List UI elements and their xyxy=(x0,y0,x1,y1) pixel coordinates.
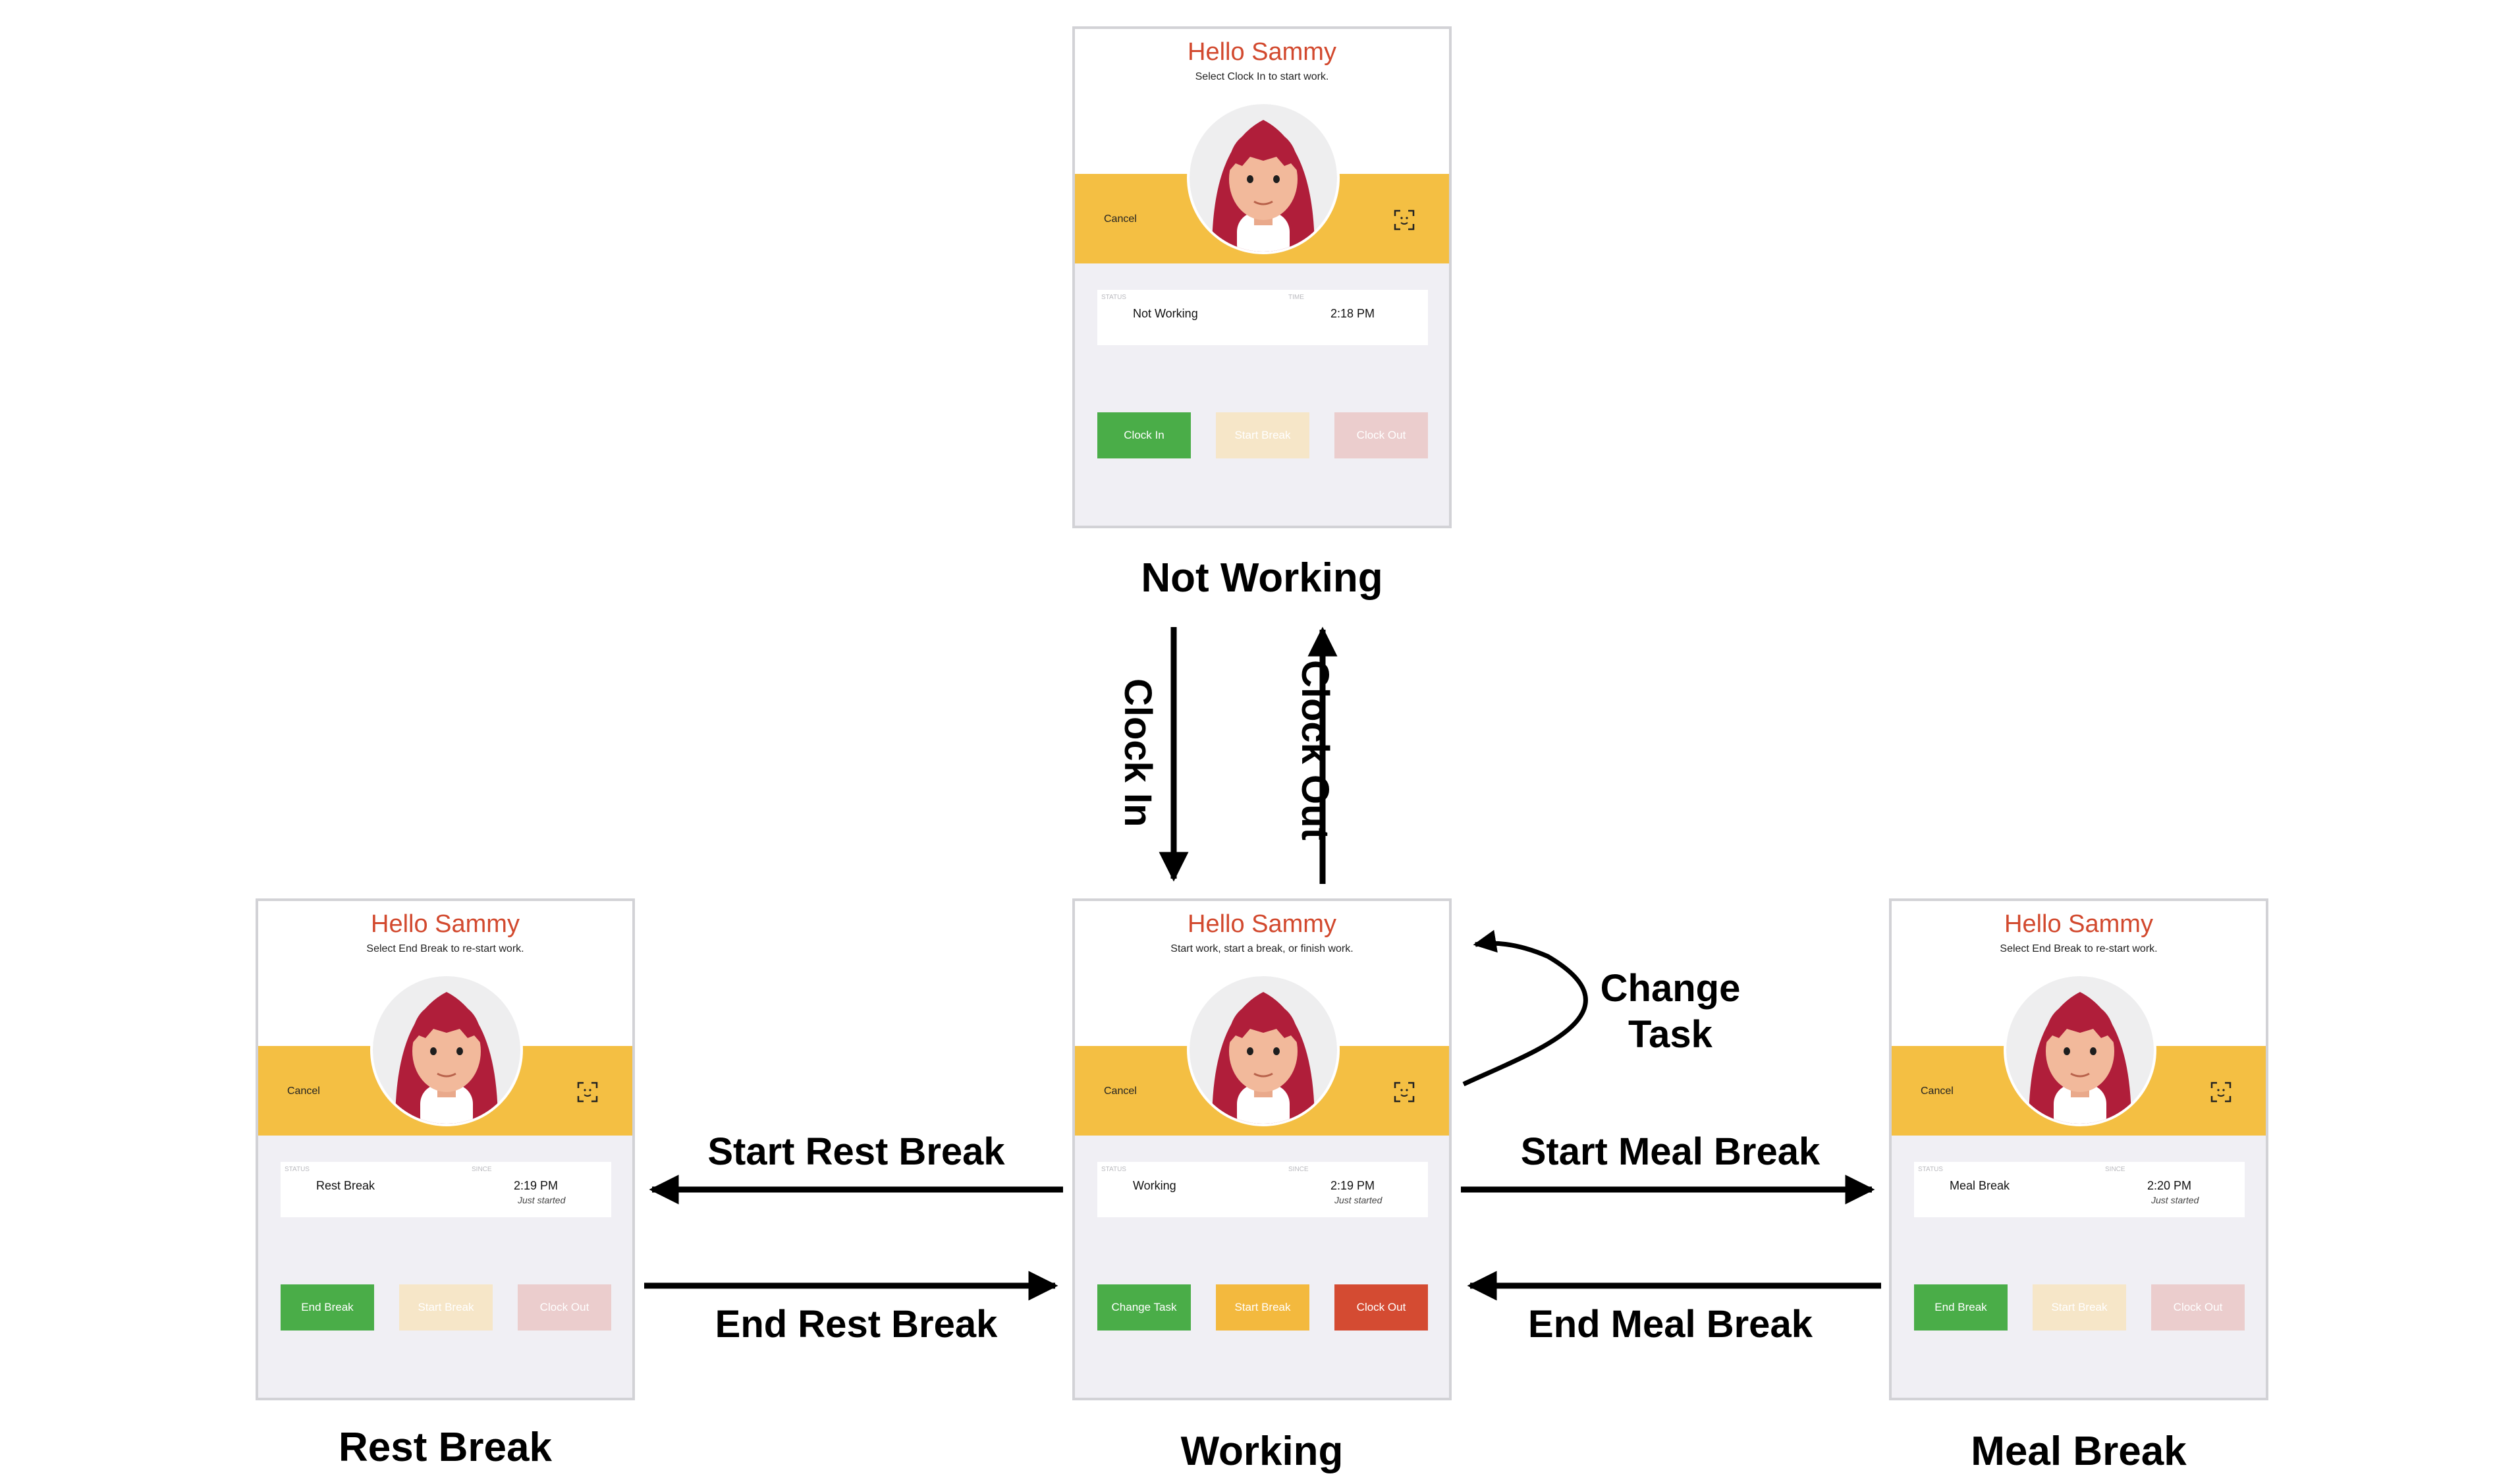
time-value: 2:20 PM xyxy=(2147,1179,2192,1192)
instruction: Select End Break to re-start work. xyxy=(2000,943,2158,954)
status-card: STATUS TIME Not Working 2:18 PM xyxy=(1097,290,1428,345)
time-label: SINCE xyxy=(2105,1166,2125,1173)
instruction: Start work, start a break, or finish wor… xyxy=(1170,943,1354,954)
status-value: Meal Break xyxy=(1950,1179,2010,1192)
state-label-working: Working xyxy=(1180,1429,1344,1474)
status-label: STATUS xyxy=(1101,1166,1126,1173)
status-note: Just started xyxy=(1334,1195,1383,1205)
cancel-button[interactable]: Cancel xyxy=(1104,213,1137,225)
time-value: 2:19 PM xyxy=(514,1179,559,1192)
cancel-button[interactable]: Cancel xyxy=(287,1085,320,1097)
clock-out-button: Clock Out xyxy=(2151,1284,2245,1331)
change-task-button[interactable]: Change Task xyxy=(1097,1284,1191,1331)
end-break-button[interactable]: End Break xyxy=(281,1284,374,1331)
status-card: STATUS SINCE Rest Break 2:19 PM Just sta… xyxy=(281,1162,611,1217)
start-break-button: Start Break xyxy=(2033,1284,2126,1331)
greeting: Hello Sammy xyxy=(1188,38,1336,66)
clock-out-label: Clock Out xyxy=(1294,660,1336,840)
greeting: Hello Sammy xyxy=(2004,910,2153,938)
start-rest-break-label: Start Rest Break xyxy=(707,1130,1005,1173)
clock-in-button[interactable]: Clock In xyxy=(1097,412,1191,458)
start-meal-break-label: Start Meal Break xyxy=(1520,1130,1821,1173)
status-label: STATUS xyxy=(285,1166,310,1173)
greeting: Hello Sammy xyxy=(1188,910,1336,938)
end-meal-break-label: End Meal Break xyxy=(1528,1303,1813,1346)
time-value: 2:18 PM xyxy=(1330,307,1375,320)
status-note: Just started xyxy=(518,1195,566,1205)
start-break-button[interactable]: Start Break xyxy=(1216,1284,1309,1331)
time-label: TIME xyxy=(1288,294,1304,301)
start-break-button: Start Break xyxy=(399,1284,493,1331)
clock-out-button[interactable]: Clock Out xyxy=(1334,1284,1428,1331)
time-label: SINCE xyxy=(472,1166,492,1173)
end-break-button[interactable]: End Break xyxy=(1914,1284,2008,1331)
screen-meal-break: Hello Sammy Select End Break to re-start… xyxy=(1889,898,2268,1400)
cancel-button[interactable]: Cancel xyxy=(1104,1085,1137,1097)
status-label: STATUS xyxy=(1101,294,1126,301)
screen-not-working: Hello Sammy Select Clock In to start wor… xyxy=(1072,26,1452,528)
end-rest-break-label: End Rest Break xyxy=(715,1303,998,1346)
change-task-label-line2: Task xyxy=(1628,1013,1712,1056)
clock-out-button: Clock Out xyxy=(1334,412,1428,458)
time-value: 2:19 PM xyxy=(1330,1179,1375,1192)
cancel-button[interactable]: Cancel xyxy=(1921,1085,1954,1097)
greeting: Hello Sammy xyxy=(371,910,520,938)
clock-out-button: Clock Out xyxy=(518,1284,611,1331)
status-value: Rest Break xyxy=(316,1179,375,1192)
screen-working: Hello Sammy Start work, start a break, o… xyxy=(1072,898,1452,1400)
status-value: Not Working xyxy=(1133,307,1198,320)
instruction: Select End Break to re-start work. xyxy=(366,943,524,954)
status-value: Working xyxy=(1133,1179,1176,1192)
status-label: STATUS xyxy=(1918,1166,1943,1173)
status-note: Just started xyxy=(2151,1195,2199,1205)
state-label-not-working: Not Working xyxy=(1141,555,1383,601)
state-label-meal-break: Meal Break xyxy=(1971,1429,2187,1474)
clock-in-label: Clock In xyxy=(1116,678,1159,827)
status-card: STATUS SINCE Working 2:19 PM Just starte… xyxy=(1097,1162,1428,1217)
change-task-arrow xyxy=(1462,929,1588,1087)
time-label: SINCE xyxy=(1288,1166,1309,1173)
instruction: Select Clock In to start work. xyxy=(1195,71,1329,82)
start-break-button: Start Break xyxy=(1216,412,1309,458)
state-label-rest-break: Rest Break xyxy=(339,1425,552,1470)
status-card: STATUS SINCE Meal Break 2:20 PM Just sta… xyxy=(1914,1162,2245,1217)
change-task-label-line1: Change xyxy=(1600,967,1741,1010)
screen-rest-break: Hello Sammy Select End Break to re-start… xyxy=(256,898,635,1400)
